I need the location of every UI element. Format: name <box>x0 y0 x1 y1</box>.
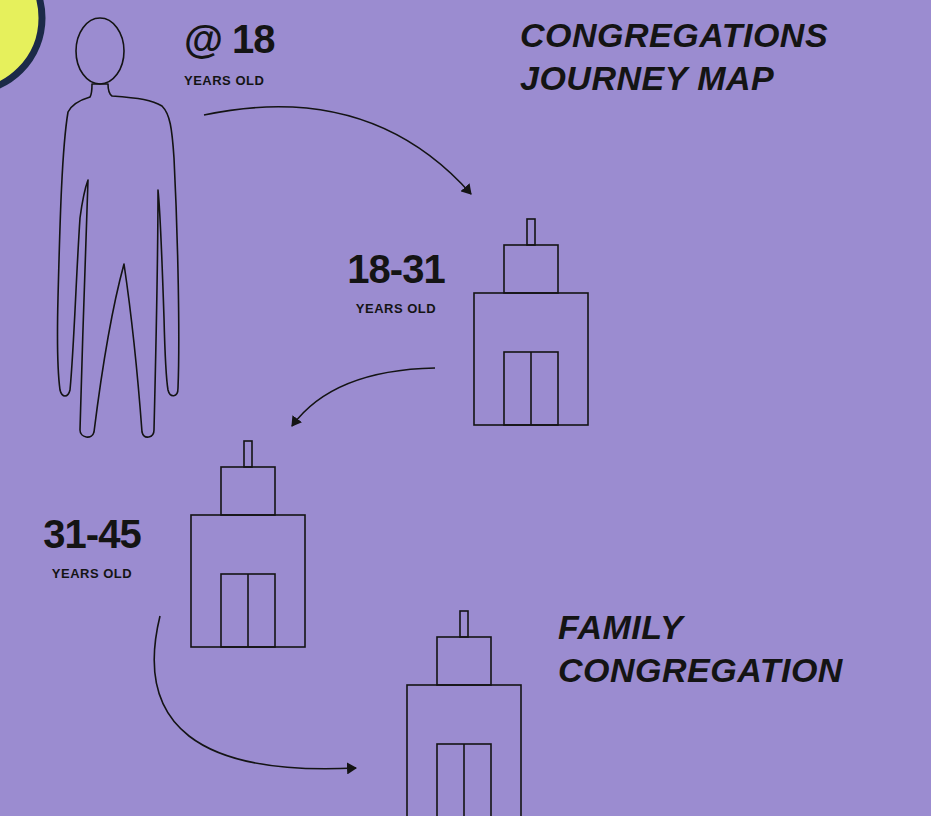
label-group: FAMILY CONGREGATION <box>558 606 924 691</box>
journey-arrow <box>292 368 435 426</box>
title-text: CONGREGATIONS JOURNEY MAP <box>520 14 920 99</box>
node-label: FAMILY CONGREGATION <box>558 606 924 691</box>
journey-arrow <box>204 107 471 194</box>
node-sublabel: YEARS OLD <box>12 567 172 581</box>
node-sublabel: YEARS OLD <box>333 302 459 316</box>
building-node: 31-45YEARS OLD <box>190 440 306 648</box>
building-outline <box>473 218 589 426</box>
node-label: 31-45 <box>12 513 172 555</box>
title-box: CONGREGATIONS JOURNEY MAP <box>520 14 920 99</box>
label-group: @ 18 YEARS OLD <box>184 18 304 88</box>
person-outline <box>52 18 180 440</box>
node-label: 18-31 <box>333 248 459 290</box>
label-group: 31-45YEARS OLD <box>12 513 172 581</box>
building-outline <box>190 440 306 648</box>
building-outline <box>406 610 522 816</box>
node-label: @ 18 <box>184 18 304 60</box>
journey-arrow <box>154 616 356 769</box>
building-node: 18-31YEARS OLD <box>473 218 589 426</box>
corner-badge <box>0 0 42 92</box>
node-sublabel: YEARS OLD <box>184 74 304 88</box>
label-group: 18-31YEARS OLD <box>333 248 459 316</box>
building-node: FAMILY CONGREGATION <box>406 610 522 816</box>
person-figure: @ 18YEARS OLD <box>52 18 180 440</box>
